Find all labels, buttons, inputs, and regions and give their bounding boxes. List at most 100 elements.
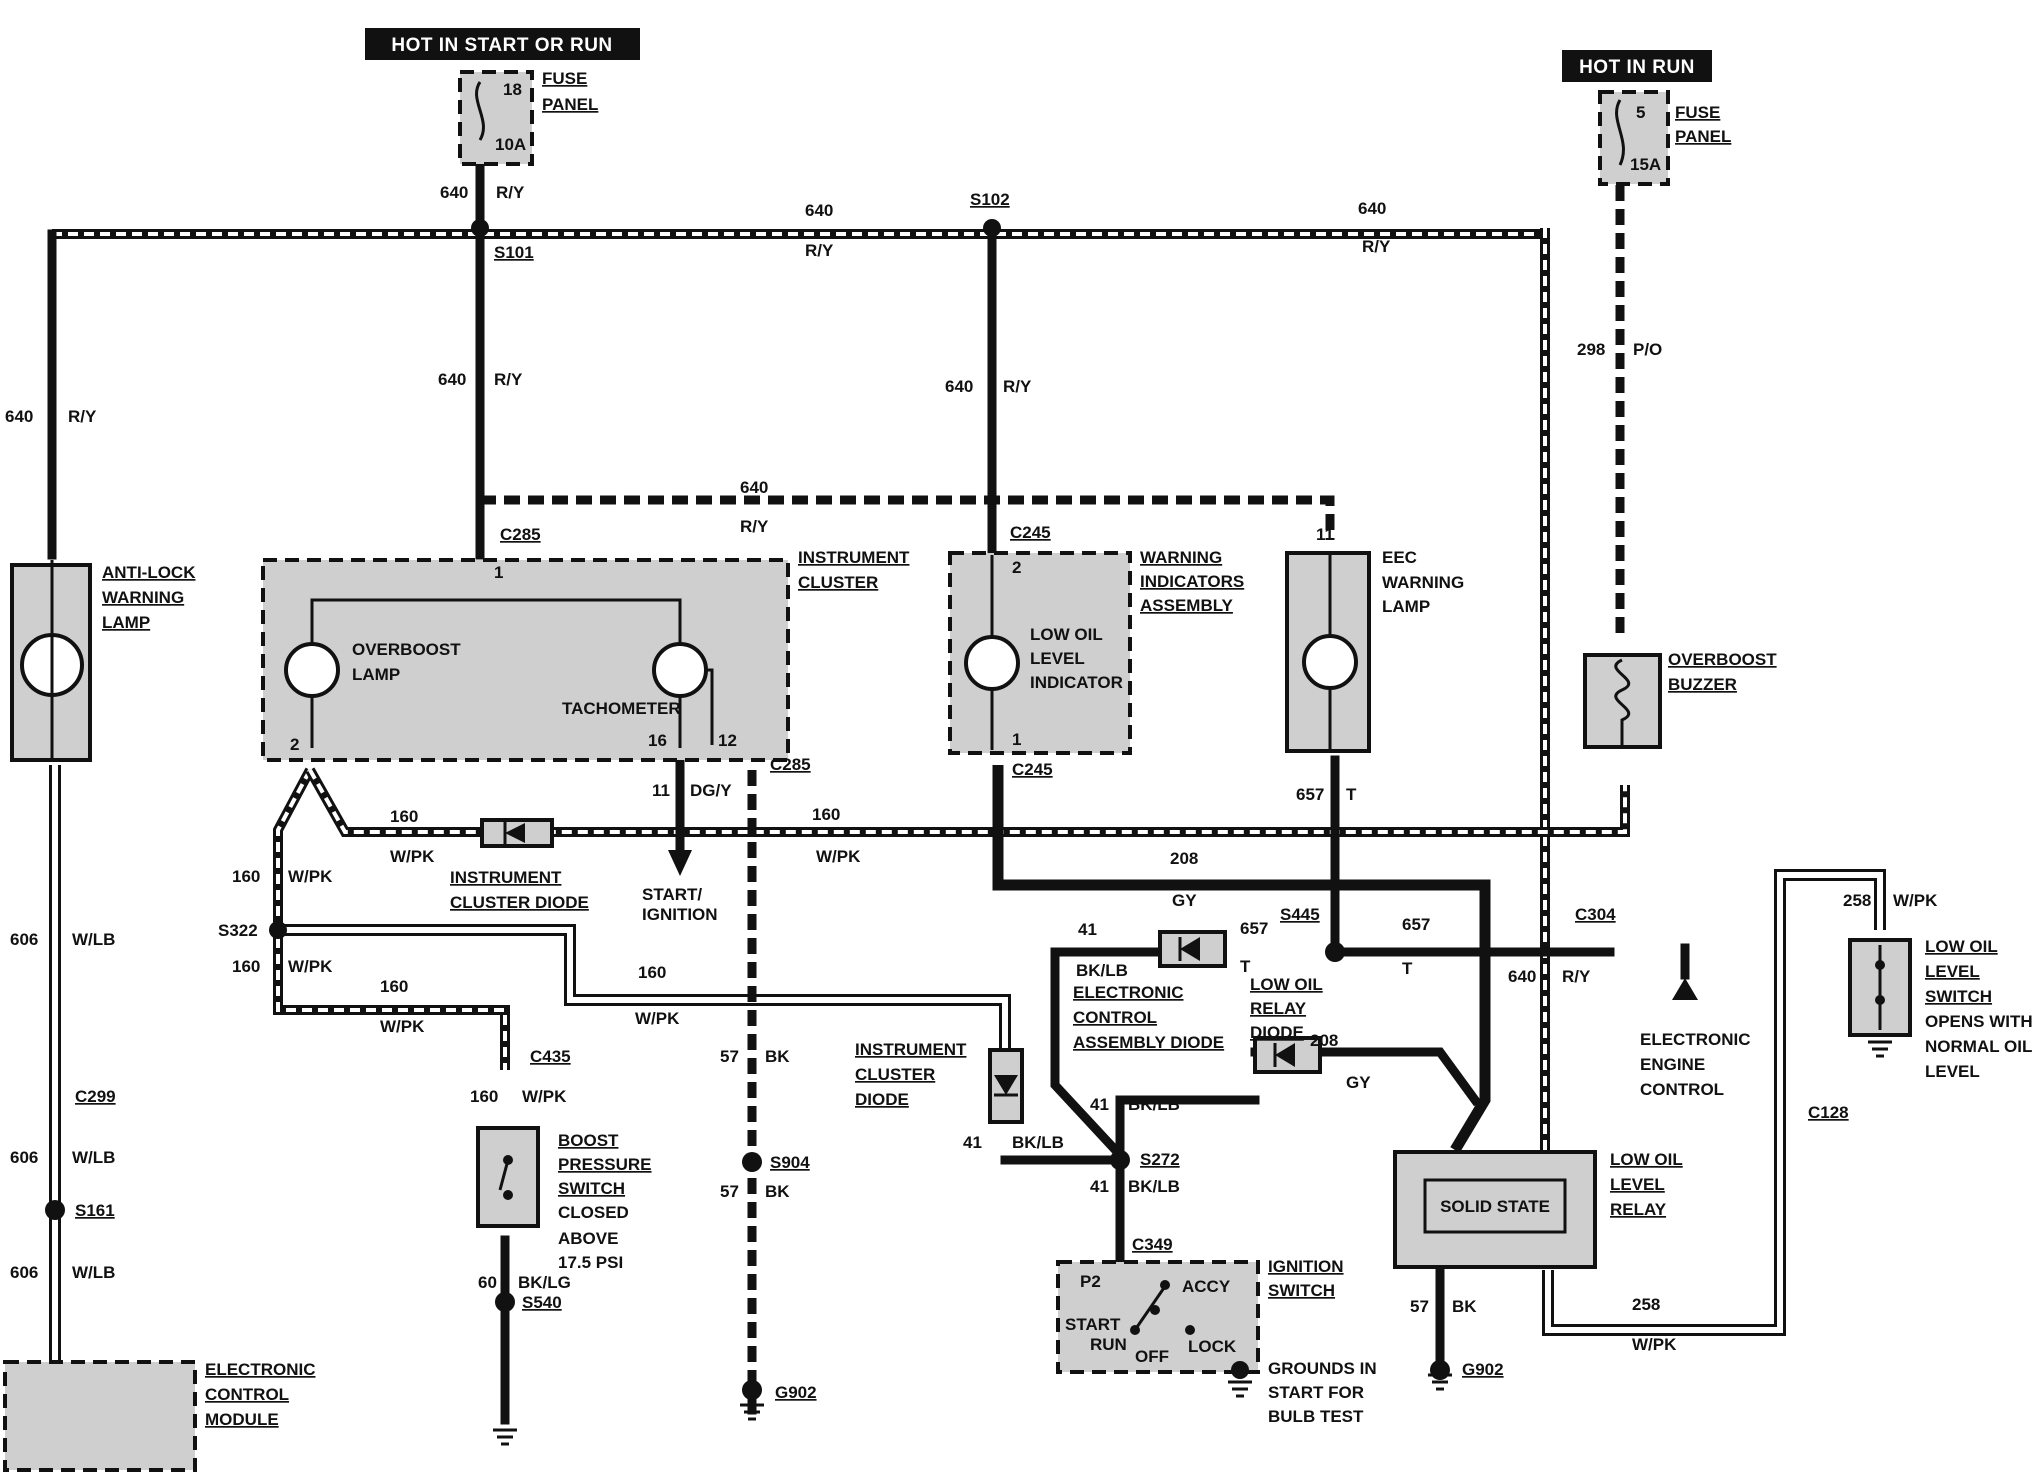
svg-text:DIODE: DIODE [855, 1090, 909, 1109]
instrument-cluster: OVERBOOST LAMP TACHOMETER 1 2 16 12 INST… [261, 548, 910, 762]
svg-text:R/Y: R/Y [805, 241, 834, 260]
svg-text:P/O: P/O [1633, 340, 1662, 359]
eec-warning-lamp: EEC WARNING LAMP [1285, 548, 1464, 753]
svg-text:258: 258 [1632, 1295, 1660, 1314]
splice-s102-dot [983, 219, 1001, 237]
svg-text:640: 640 [805, 201, 833, 220]
wire-labels: 640 R/Y 640 R/Y 640 R/Y 640 R/Y 640 R/Y … [5, 183, 1938, 1354]
svg-text:INDICATOR: INDICATOR [1030, 673, 1123, 692]
svg-text:FUSE: FUSE [542, 69, 587, 88]
svg-text:ASSEMBLY DIODE: ASSEMBLY DIODE [1073, 1033, 1224, 1052]
boost-pressure-switch: BOOST PRESSURE SWITCH CLOSED ABOVE 17.5 … [476, 1126, 652, 1272]
svg-text:MODULE: MODULE [205, 1410, 279, 1429]
splice-s161-dot [45, 1200, 65, 1220]
conn-c299: C299 [75, 1087, 116, 1106]
svg-text:LEVEL: LEVEL [1610, 1175, 1665, 1194]
svg-text:W/PK: W/PK [816, 847, 861, 866]
splice-s101-dot [471, 219, 489, 237]
svg-text:208: 208 [1170, 849, 1198, 868]
low-oil-level-switch: LOW OIL LEVEL SWITCH OPENS WITH NORMAL O… [1848, 937, 2033, 1081]
svg-text:DIODE: DIODE [1250, 1023, 1304, 1042]
svg-text:T: T [1346, 785, 1357, 804]
svg-text:W/PK: W/PK [635, 1009, 680, 1028]
svg-text:BK/LB: BK/LB [1012, 1133, 1064, 1152]
svg-text:606: 606 [10, 1148, 38, 1167]
electronic-control-module: ELECTRONIC CONTROL MODULE [3, 1360, 316, 1472]
ground-g902b: G902 [1462, 1360, 1504, 1379]
ecad-diode: ELECTRONIC CONTROL ASSEMBLY DIODE [1073, 930, 1227, 1052]
wire-208 [992, 765, 1491, 1153]
svg-text:160: 160 [232, 867, 260, 886]
svg-text:258: 258 [1843, 891, 1871, 910]
svg-text:GY: GY [1172, 891, 1197, 910]
svg-text:41: 41 [1090, 1177, 1109, 1196]
header-start-run: HOT IN START OR RUN [365, 28, 640, 60]
ignition-switch: P2 START RUN ACCY OFF LOCK IGNITION SWIT… [1056, 1257, 1377, 1426]
svg-text:IGNITION: IGNITION [642, 905, 718, 924]
svg-text:5: 5 [1636, 103, 1645, 122]
svg-text:TACHOMETER: TACHOMETER [562, 699, 681, 718]
svg-text:CONTROL: CONTROL [1073, 1008, 1157, 1027]
svg-text:R/Y: R/Y [1003, 377, 1032, 396]
svg-text:R/Y: R/Y [740, 517, 769, 536]
splice-s102-label: S102 [970, 190, 1010, 209]
svg-text:BK: BK [765, 1182, 790, 1201]
svg-text:606: 606 [10, 930, 38, 949]
svg-text:41: 41 [1090, 1095, 1109, 1114]
svg-text:LEVEL: LEVEL [1030, 649, 1085, 668]
svg-text:606: 606 [10, 1263, 38, 1282]
svg-text:BUZZER: BUZZER [1668, 675, 1737, 694]
wire-41 [1050, 947, 1165, 1162]
svg-text:17.5 PSI: 17.5 PSI [558, 1253, 623, 1272]
antilock-warning-lamp: ANTI-LOCK WARNING LAMP [10, 560, 196, 762]
svg-text:P2: P2 [1080, 1272, 1101, 1291]
svg-text:INSTRUMENT: INSTRUMENT [855, 1040, 967, 1059]
svg-text:W/PK: W/PK [390, 847, 435, 866]
svg-text:PANEL: PANEL [1675, 127, 1731, 146]
splice-s904-label: S904 [770, 1153, 810, 1172]
low-oil-relay-diode: LOW OIL RELAY DIODE [1250, 975, 1323, 1074]
instrument-cluster-diode: INSTRUMENT CLUSTER DIODE [450, 818, 589, 912]
svg-text:ELECTRONIC: ELECTRONIC [1640, 1030, 1751, 1049]
svg-text:657: 657 [1240, 919, 1268, 938]
svg-text:657: 657 [1402, 915, 1430, 934]
svg-text:FUSE: FUSE [1675, 103, 1720, 122]
svg-text:LAMP: LAMP [1382, 597, 1430, 616]
svg-text:41: 41 [963, 1133, 982, 1152]
svg-text:CLUSTER: CLUSTER [798, 573, 878, 592]
conn-c285a: C285 [500, 525, 541, 544]
svg-text:208: 208 [1310, 1031, 1338, 1050]
svg-text:W/LB: W/LB [72, 1148, 115, 1167]
svg-text:640: 640 [1358, 199, 1386, 218]
bus-640 [47, 130, 1550, 1150]
conn-c435: C435 [530, 1047, 571, 1066]
low-oil-level-relay: SOLID STATE LOW OIL LEVEL RELAY [1393, 1150, 1683, 1269]
warning-indicators-assembly: 2 1 LOW OIL LEVEL INDICATOR WARNING INDI… [948, 548, 1244, 755]
wire-657 [1330, 755, 1615, 957]
svg-text:WARNING: WARNING [102, 588, 184, 607]
svg-text:ACCY: ACCY [1182, 1277, 1231, 1296]
svg-text:OFF: OFF [1135, 1347, 1169, 1366]
svg-text:OPENS WITH: OPENS WITH [1925, 1012, 2033, 1031]
svg-text:W/PK: W/PK [288, 867, 333, 886]
splice-s101-label: S101 [494, 243, 534, 262]
svg-text:LAMP: LAMP [102, 613, 150, 632]
svg-text:W/PK: W/PK [288, 957, 333, 976]
wire-258 [1542, 869, 1886, 1336]
instrument-cluster-diode-2: INSTRUMENT CLUSTER DIODE [855, 1040, 1024, 1124]
svg-text:CLUSTER DIODE: CLUSTER DIODE [450, 893, 589, 912]
svg-text:15A: 15A [1630, 155, 1661, 174]
svg-text:160: 160 [390, 807, 418, 826]
svg-text:SOLID STATE: SOLID STATE [1440, 1197, 1550, 1216]
svg-text:IGNITION: IGNITION [1268, 1257, 1344, 1276]
conn-c245a: C245 [1010, 523, 1051, 542]
svg-text:640: 640 [740, 478, 768, 497]
svg-text:W/LB: W/LB [72, 1263, 115, 1282]
ground-g902a: G902 [775, 1383, 817, 1402]
electronic-engine-control: ELECTRONIC ENGINE CONTROL [1640, 978, 1751, 1099]
conn-c128: C128 [1808, 1103, 1849, 1122]
svg-text:WARNING: WARNING [1140, 548, 1222, 567]
splice-s904-dot [742, 1152, 762, 1172]
svg-text:60: 60 [478, 1273, 497, 1292]
